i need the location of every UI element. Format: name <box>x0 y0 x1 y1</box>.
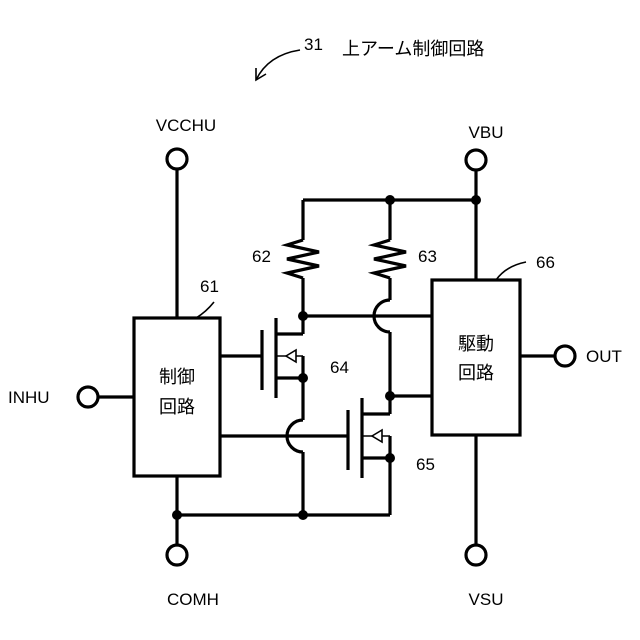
terminal-vsu <box>466 545 486 565</box>
driver-ref-leader <box>496 262 526 280</box>
control-ref-label: 61 <box>200 277 219 296</box>
title-label: 上アーム制御回路 <box>342 39 484 60</box>
driver-circuit-label-line2: 回路 <box>458 363 494 384</box>
driver-ref-label: 66 <box>536 253 555 272</box>
transistor-64-label: 64 <box>330 358 349 377</box>
terminal-vbu <box>466 150 486 170</box>
terminal-out <box>555 346 575 366</box>
resistor-62 <box>287 240 319 278</box>
control-circuit-label-line2: 回路 <box>159 397 195 418</box>
terminal-vsu-label: VSU <box>469 590 504 609</box>
terminal-inhu-label: INHU <box>8 388 50 407</box>
control-circuit-label-line1: 制御 <box>159 367 195 388</box>
transistor-65-label: 65 <box>416 455 435 474</box>
transistor-64-arrow <box>286 350 296 362</box>
driver-circuit-block <box>432 280 520 435</box>
title-leader-arrowhead <box>256 68 266 80</box>
terminal-vcchu <box>167 149 187 169</box>
junction-dot <box>385 453 395 463</box>
terminal-comh <box>167 545 187 565</box>
terminal-vcchu-label: VCCHU <box>156 116 216 135</box>
terminal-inhu <box>78 387 98 407</box>
transistor-65-arrow <box>372 430 382 442</box>
terminal-out-label: OUT <box>586 347 622 366</box>
control-ref-leader <box>196 302 214 318</box>
driver-circuit-label-line1: 駆動 <box>458 334 494 355</box>
resistor-63 <box>374 240 406 278</box>
terminal-comh-label: COMH <box>167 590 219 609</box>
resistor-62-label: 62 <box>252 247 271 266</box>
resistor-63-label: 63 <box>418 247 437 266</box>
terminal-vbu-label: VBU <box>469 123 504 142</box>
title-number: 31 <box>304 35 323 54</box>
junction-dot <box>471 195 481 205</box>
